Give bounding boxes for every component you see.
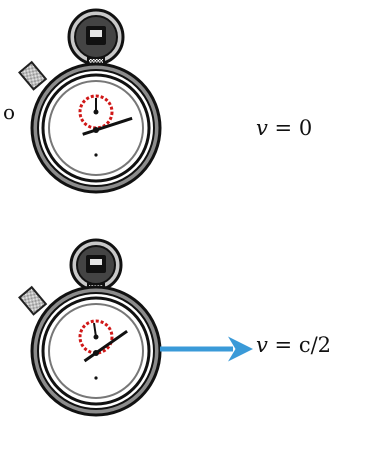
velocity-label-at-rest: v = 0 [256,116,312,140]
velocity-symbol: v [256,116,268,140]
side-button [19,287,45,314]
velocity-value: = c/2 [268,333,331,357]
dial-dot [94,376,97,379]
hand-pivot [93,127,99,133]
velocity-symbol: v [256,333,268,357]
stopwatch-moving [19,240,160,415]
dial-dot [94,153,97,156]
velocity-label-moving: v = c/2 [256,333,331,357]
sub-dial [80,96,112,128]
edge-text-fragment: o [3,100,15,124]
velocity-value: = 0 [268,116,312,140]
side-button [19,62,45,89]
crown-knob [71,240,121,290]
stopwatch-at-rest [19,10,160,192]
hand-pivot [93,350,99,356]
crown-knob [69,10,123,64]
sub-dial [80,321,112,353]
